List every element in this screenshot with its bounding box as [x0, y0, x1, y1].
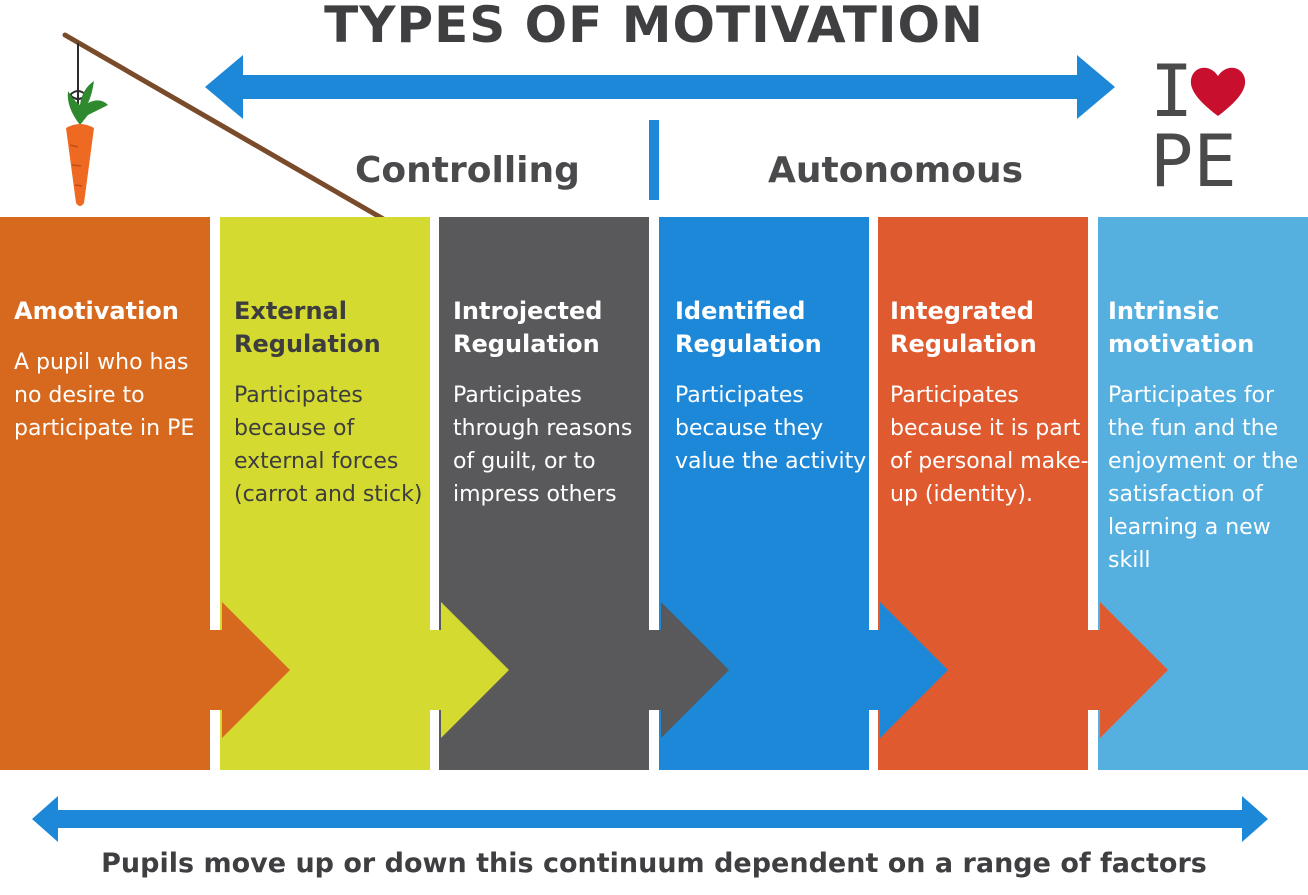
panel-body: Participates because of external forces … [234, 379, 434, 511]
panel-external-regulation: External Regulation Participates because… [220, 217, 430, 770]
panel-title: Identified Regulation [675, 295, 875, 361]
panel-title: Amotivation [14, 295, 214, 328]
bottom-double-arrow [32, 796, 1268, 842]
autonomous-label: Autonomous [768, 150, 1023, 191]
panel-body: Participates through reasons of guilt, o… [453, 379, 653, 511]
panel-title: Integrated Regulation [890, 295, 1090, 361]
panel-title: Introjected Regulation [453, 295, 653, 361]
carrot-on-stick-icon [40, 25, 400, 225]
panel-body: Participates for the fun and the enjoyme… [1108, 379, 1308, 577]
section-divider [649, 120, 659, 200]
panel-body: Participates because they value the acti… [675, 379, 875, 478]
panel-title: External Regulation [234, 295, 434, 361]
panel-amotivation: Amotivation A pupil who has no desire to… [0, 217, 210, 770]
footer-caption: Pupils move up or down this continuum de… [0, 848, 1308, 879]
panel-intrinsic-motivation: Intrinsic motivation Participates for th… [1098, 217, 1308, 770]
panel-body: A pupil who has no desire to participate… [14, 346, 214, 445]
panel-integrated-regulation: Integrated Regulation Participates becau… [878, 217, 1088, 770]
logo-i: I [1150, 58, 1193, 124]
panel-identified-regulation: Identified Regulation Participates becau… [659, 217, 869, 770]
controlling-label: Controlling [355, 150, 580, 191]
panel-introjected-regulation: Introjected Regulation Participates thro… [439, 217, 649, 770]
heart-icon [1188, 64, 1248, 120]
panel-body: Participates because it is part of perso… [890, 379, 1090, 511]
logo-pe: PE [1150, 128, 1237, 194]
panel-title: Intrinsic motivation [1108, 295, 1308, 361]
